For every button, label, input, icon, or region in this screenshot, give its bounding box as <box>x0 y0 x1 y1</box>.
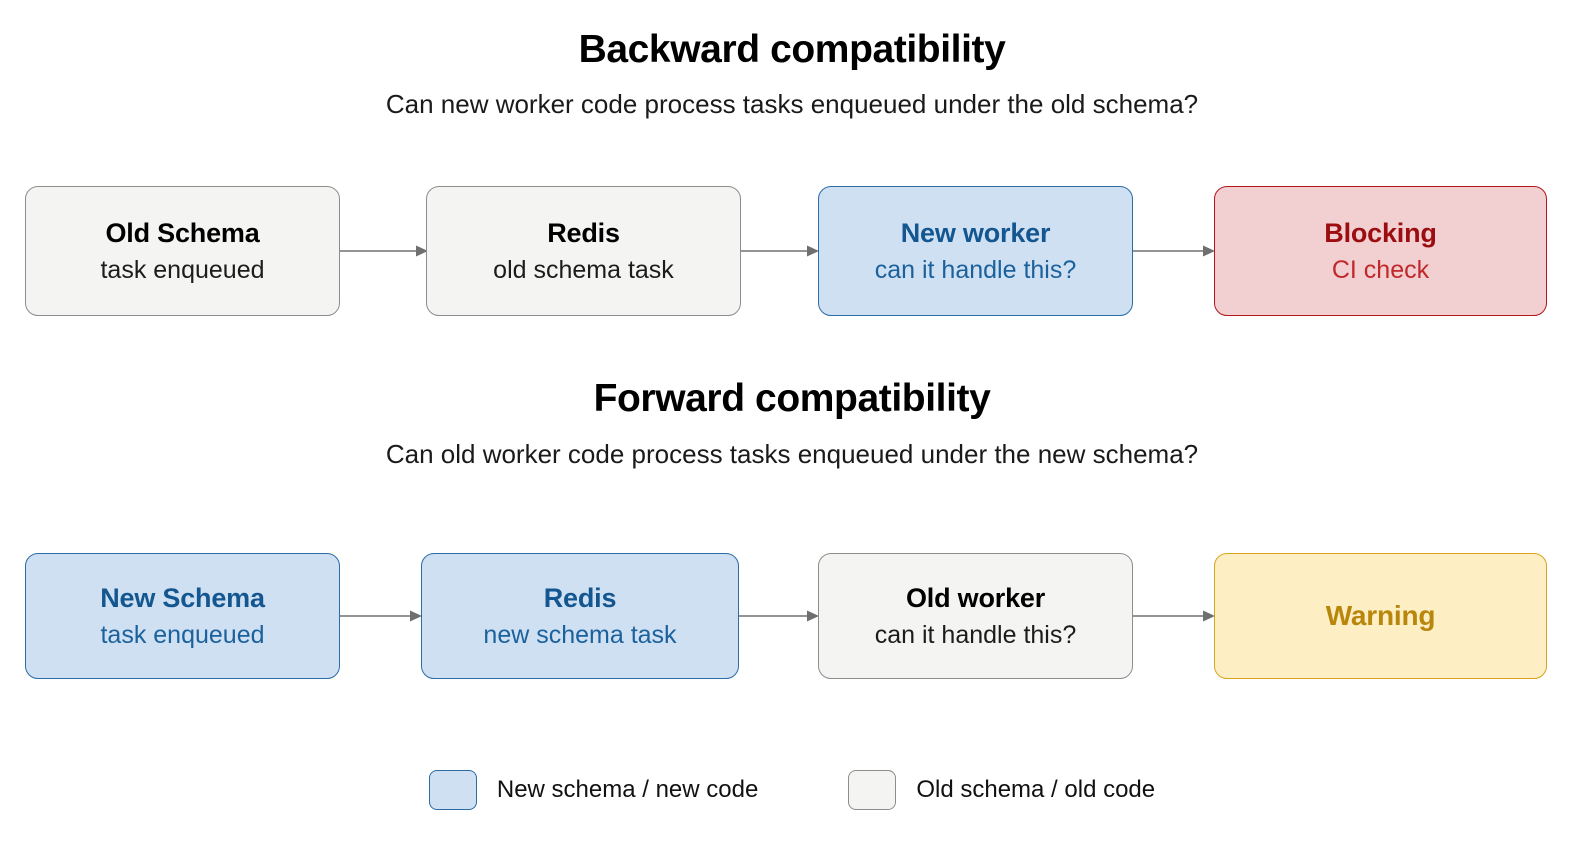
node-subtitle: task enqueued <box>100 620 265 649</box>
node-title: Old worker <box>905 583 1046 614</box>
node-old-schema[interactable]: Old Schema task enqueued <box>25 186 340 316</box>
node-subtitle: can it handle this? <box>874 620 1077 649</box>
legend-label: New schema / new code <box>496 776 759 803</box>
section-title-backward: Backward compatibility <box>578 28 1006 71</box>
section-subtitle-backward: Can new worker code process tasks enqueu… <box>385 89 1199 119</box>
arrow-old-schema-to-redis <box>340 245 428 257</box>
node-subtitle: task enqueued <box>100 255 265 284</box>
node-new-schema[interactable]: New Schema task enqueued <box>25 553 340 679</box>
arrow-new-schema-to-redis <box>340 610 422 622</box>
node-subtitle: new schema task <box>483 620 677 649</box>
node-redis-old-schema[interactable]: Redis old schema task <box>426 186 741 316</box>
flow-row-backward: Old Schema task enqueued Redis old schem… <box>0 186 1584 316</box>
node-blocking-ci-check[interactable]: Blocking CI check <box>1214 186 1547 316</box>
node-title: Redis <box>547 218 620 249</box>
legend-label: Old schema / old code <box>916 776 1156 803</box>
node-subtitle: old schema task <box>493 255 674 284</box>
node-redis-new-schema[interactable]: Redis new schema task <box>421 553 739 679</box>
node-title: Old Schema <box>105 218 260 249</box>
node-subtitle: can it handle this? <box>874 255 1077 284</box>
node-title: New worker <box>900 218 1051 249</box>
flow-row-forward: New Schema task enqueued Redis new schem… <box>0 553 1584 679</box>
section-title-forward: Forward compatibility <box>593 377 991 420</box>
arrow-new-worker-to-blocking <box>1133 245 1215 257</box>
legend: New schema / new code Old schema / old c… <box>0 770 1584 810</box>
legend-swatch-blue <box>428 770 477 810</box>
arrow-old-worker-to-warning <box>1133 610 1215 622</box>
node-warning[interactable]: Warning <box>1214 553 1547 679</box>
node-subtitle: CI check <box>1331 255 1430 284</box>
node-title: Redis <box>543 583 617 614</box>
node-title: Warning <box>1325 600 1436 632</box>
node-title: New Schema <box>100 583 265 614</box>
legend-swatch-grey <box>848 770 897 810</box>
arrow-redis-to-old-worker <box>739 610 819 622</box>
node-title: Blocking <box>1324 218 1437 249</box>
legend-item-old: Old schema / old code <box>848 770 1155 810</box>
arrow-redis-to-new-worker <box>741 245 819 257</box>
node-old-worker[interactable]: Old worker can it handle this? <box>818 553 1133 679</box>
legend-item-new: New schema / new code <box>428 770 759 810</box>
section-subtitle-forward: Can old worker code process tasks enqueu… <box>385 439 1199 469</box>
node-new-worker[interactable]: New worker can it handle this? <box>818 186 1133 316</box>
